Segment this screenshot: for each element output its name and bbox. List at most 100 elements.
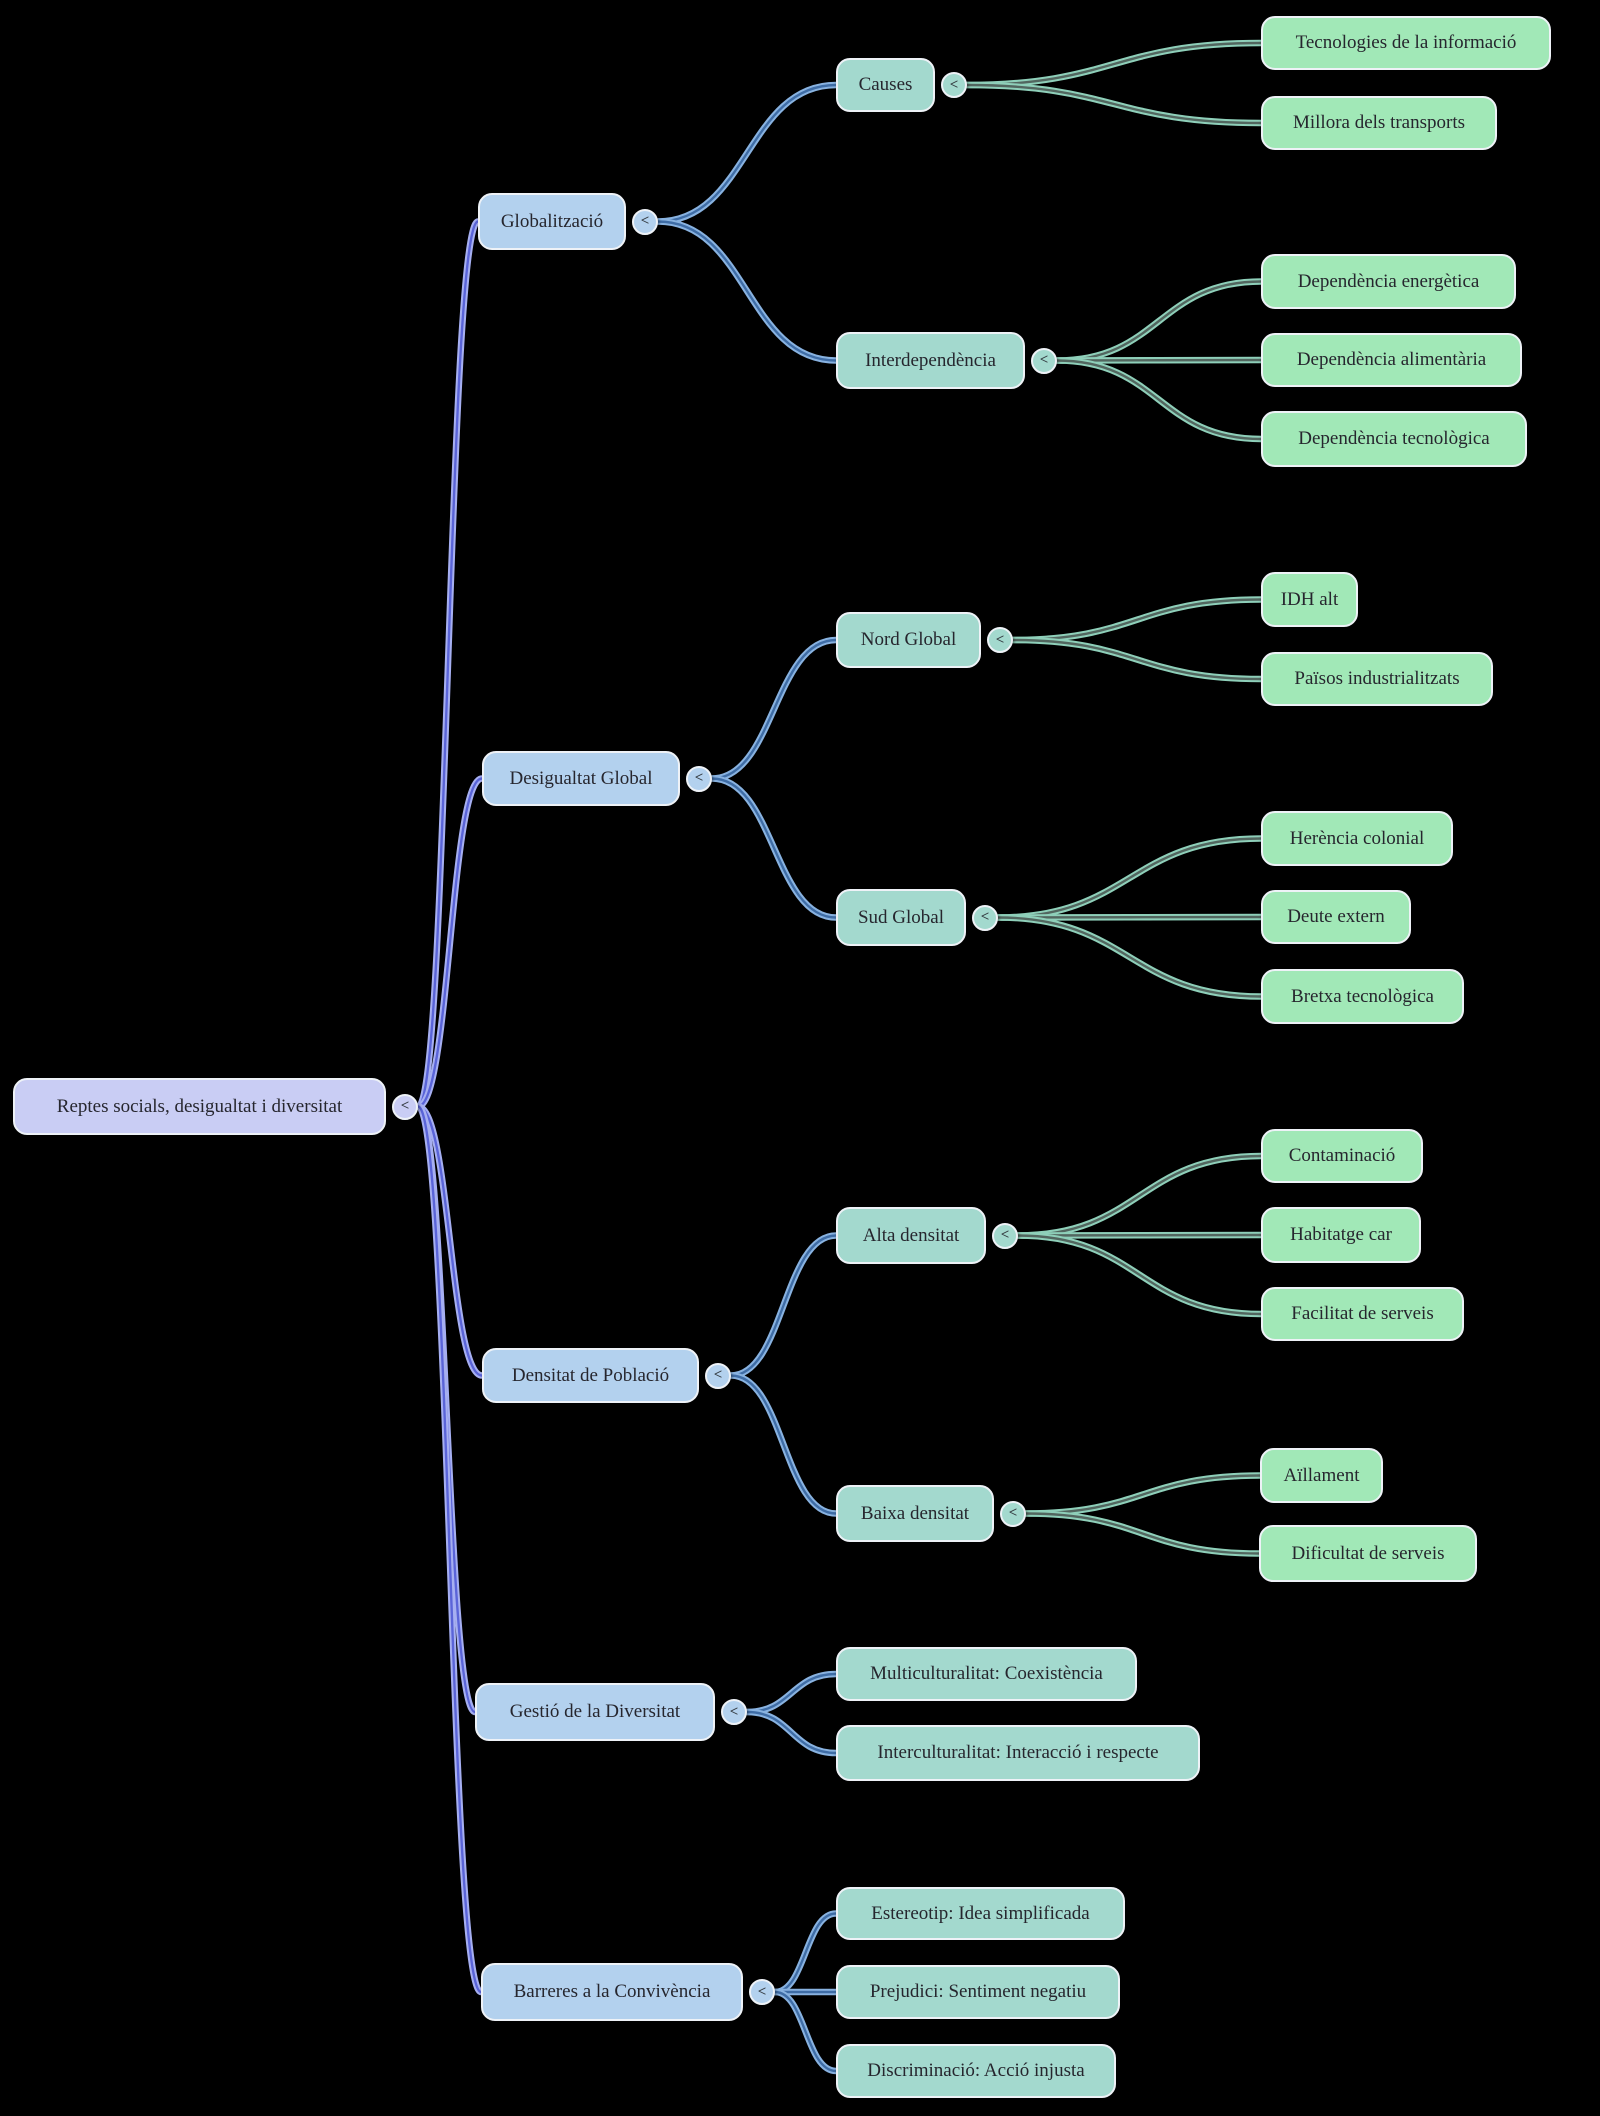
edge-interdependencia-dep-energetica xyxy=(1055,280,1263,362)
collapse-toggle-nord-global[interactable]: < xyxy=(987,627,1013,653)
mindmap-node-dep-tecnologica[interactable]: Dependència tecnològica xyxy=(1261,411,1527,467)
node-label: Herència colonial xyxy=(1289,827,1425,849)
collapse-toggle-barreres[interactable]: < xyxy=(749,1979,775,2005)
mindmap-node-prejudici[interactable]: Prejudici: Sentiment negatiu xyxy=(836,1965,1120,2019)
edge-interdependencia-dep-tecnologica xyxy=(1055,359,1263,441)
edge-baixa-densitat-dificultat xyxy=(1024,1512,1261,1555)
node-label: Desigualtat Global xyxy=(509,767,653,789)
edge-causes-millora xyxy=(965,83,1263,125)
mindmap-node-sud-global[interactable]: Sud Global xyxy=(836,889,966,946)
node-label: Facilitat de serveis xyxy=(1291,1303,1434,1324)
mindmap-node-baixa-densitat[interactable]: Baixa densitat xyxy=(836,1485,994,1542)
edge-root-barreres xyxy=(416,1105,483,1994)
collapse-toggle-baixa-densitat[interactable]: < xyxy=(1000,1500,1026,1527)
node-label: Aïllament xyxy=(1283,1464,1360,1486)
collapse-toggle-alta-densitat[interactable]: < xyxy=(992,1222,1018,1249)
mindmap-node-habitatge-car[interactable]: Habitatge car xyxy=(1261,1207,1421,1263)
edge-globalitzacio-causes xyxy=(656,83,838,223)
node-label: Globalització xyxy=(500,210,604,232)
node-label: Interculturalitat: Interacció i respecte xyxy=(877,1742,1159,1763)
edge-densitat-baixa-densitat xyxy=(729,1374,838,1515)
collapse-toggle-densitat[interactable]: < xyxy=(705,1362,731,1389)
mindmap-node-deute-extern[interactable]: Deute extern xyxy=(1261,890,1411,944)
mindmap-node-causes[interactable]: Causes xyxy=(836,58,935,112)
collapse-toggle-desigualtat[interactable]: < xyxy=(686,765,712,792)
node-label: Multiculturalitat: Coexistència xyxy=(870,1663,1103,1684)
edge-desigualtat-nord-global xyxy=(710,638,838,780)
mindmap-node-idh-alt[interactable]: IDH alt xyxy=(1261,572,1358,627)
mindmap-node-estereotip[interactable]: Estereotip: Idea simplificada xyxy=(836,1887,1125,1940)
node-label: Densitat de Població xyxy=(511,1364,670,1386)
mindmap-node-millora[interactable]: Millora dels transports xyxy=(1261,96,1497,150)
edge-densitat-alta-densitat xyxy=(729,1234,838,1377)
node-label: Dependència tecnològica xyxy=(1298,428,1490,449)
collapse-arrow-icon: < xyxy=(949,76,959,93)
collapse-toggle-sud-global[interactable]: < xyxy=(972,904,998,931)
edge-root-desigualtat xyxy=(416,777,484,1108)
collapse-toggle-root[interactable]: < xyxy=(392,1093,418,1120)
edge-alta-densitat-habitatge-car xyxy=(1016,1233,1263,1237)
node-label: Baixa densitat xyxy=(860,1502,970,1524)
node-label: Interdependència xyxy=(865,349,996,371)
node-label: Millora dels transports xyxy=(1292,112,1466,133)
collapse-arrow-icon: < xyxy=(1039,352,1049,368)
node-label: Reptes socials, desigualtat i diversitat xyxy=(56,1095,343,1117)
mindmap-node-gestio[interactable]: Gestió de la Diversitat xyxy=(475,1683,715,1741)
mindmap-node-globalitzacio[interactable]: Globalització xyxy=(478,193,626,250)
mindmap-node-multiculturalitat[interactable]: Multiculturalitat: Coexistència xyxy=(836,1647,1137,1701)
node-label: Tecnologies de la informació xyxy=(1295,32,1517,53)
mindmap-node-paisos[interactable]: Països industrialitzats xyxy=(1261,652,1493,706)
collapse-arrow-icon: < xyxy=(1000,1227,1010,1243)
mindmap-node-discriminacio[interactable]: Discriminació: Acció injusta xyxy=(836,2044,1116,2098)
mindmap-node-contaminacio[interactable]: Contaminació xyxy=(1261,1129,1423,1183)
mindmap-node-nord-global[interactable]: Nord Global xyxy=(836,612,981,668)
collapse-arrow-icon: < xyxy=(757,1983,767,2000)
node-label: Estereotip: Idea simplificada xyxy=(871,1902,1090,1924)
node-label: Nord Global xyxy=(860,629,957,650)
node-label: Contaminació xyxy=(1288,1145,1396,1166)
mindmap-node-barreres[interactable]: Barreres a la Convivència xyxy=(481,1963,743,2021)
mindmap-node-root[interactable]: Reptes socials, desigualtat i diversitat xyxy=(13,1078,386,1135)
collapse-toggle-causes[interactable]: < xyxy=(941,72,967,98)
edge-causes-tecnologies xyxy=(965,41,1263,87)
mindmap-node-bretxa[interactable]: Bretxa tecnològica xyxy=(1261,969,1464,1024)
mindmap-node-interculturalitat[interactable]: Interculturalitat: Interacció i respecte xyxy=(836,1725,1200,1781)
edge-root-densitat xyxy=(416,1105,484,1377)
edge-barreres-estereotip xyxy=(773,1912,838,1994)
mindmap-node-tecnologies[interactable]: Tecnologies de la informació xyxy=(1261,16,1551,70)
collapse-toggle-globalitzacio[interactable]: < xyxy=(632,208,658,235)
mindmap-node-alta-densitat[interactable]: Alta densitat xyxy=(836,1207,986,1264)
mindmap-node-interdependencia[interactable]: Interdependència xyxy=(836,332,1025,389)
edge-baixa-densitat-aillament xyxy=(1024,1474,1262,1515)
collapse-arrow-icon: < xyxy=(729,1703,739,1720)
edge-sud-global-herencia xyxy=(996,837,1263,919)
collapse-arrow-icon: < xyxy=(980,909,990,925)
edge-sud-global-bretxa xyxy=(996,916,1263,998)
mindmap-node-herencia[interactable]: Herència colonial xyxy=(1261,811,1453,866)
node-label: Gestió de la Diversitat xyxy=(509,1701,681,1722)
collapse-arrow-icon: < xyxy=(713,1367,723,1383)
edge-sud-global-deute-extern xyxy=(996,915,1263,919)
mindmap-node-dep-energetica[interactable]: Dependència energètica xyxy=(1261,254,1516,309)
collapse-toggle-interdependencia[interactable]: < xyxy=(1031,347,1057,374)
node-label: Sud Global xyxy=(857,906,945,928)
collapse-arrow-icon: < xyxy=(694,770,704,786)
node-label: Dependència energètica xyxy=(1297,270,1480,292)
edge-nord-global-paisos xyxy=(1011,638,1263,681)
collapse-arrow-icon: < xyxy=(400,1098,410,1114)
collapse-toggle-gestio[interactable]: < xyxy=(721,1699,747,1725)
edge-root-globalitzacio xyxy=(416,220,480,1108)
edge-globalitzacio-interdependencia xyxy=(656,220,838,362)
node-label: Barreres a la Convivència xyxy=(513,1981,711,2002)
collapse-arrow-icon: < xyxy=(640,213,650,229)
collapse-arrow-icon: < xyxy=(995,631,1005,648)
mindmap-node-densitat[interactable]: Densitat de Població xyxy=(482,1348,699,1403)
mindmap-node-dep-alimentaria[interactable]: Dependència alimentària xyxy=(1261,333,1522,387)
mindmap-node-facilitat[interactable]: Facilitat de serveis xyxy=(1261,1287,1464,1341)
mindmap-node-aillament[interactable]: Aïllament xyxy=(1260,1448,1383,1503)
mindmap-node-dificultat[interactable]: Dificultat de serveis xyxy=(1259,1525,1477,1582)
node-label: Alta densitat xyxy=(862,1224,960,1246)
node-label: Dependència alimentària xyxy=(1296,349,1487,370)
mindmap-node-desigualtat[interactable]: Desigualtat Global xyxy=(482,751,680,806)
edge-gestio-interculturalitat xyxy=(745,1710,838,1755)
